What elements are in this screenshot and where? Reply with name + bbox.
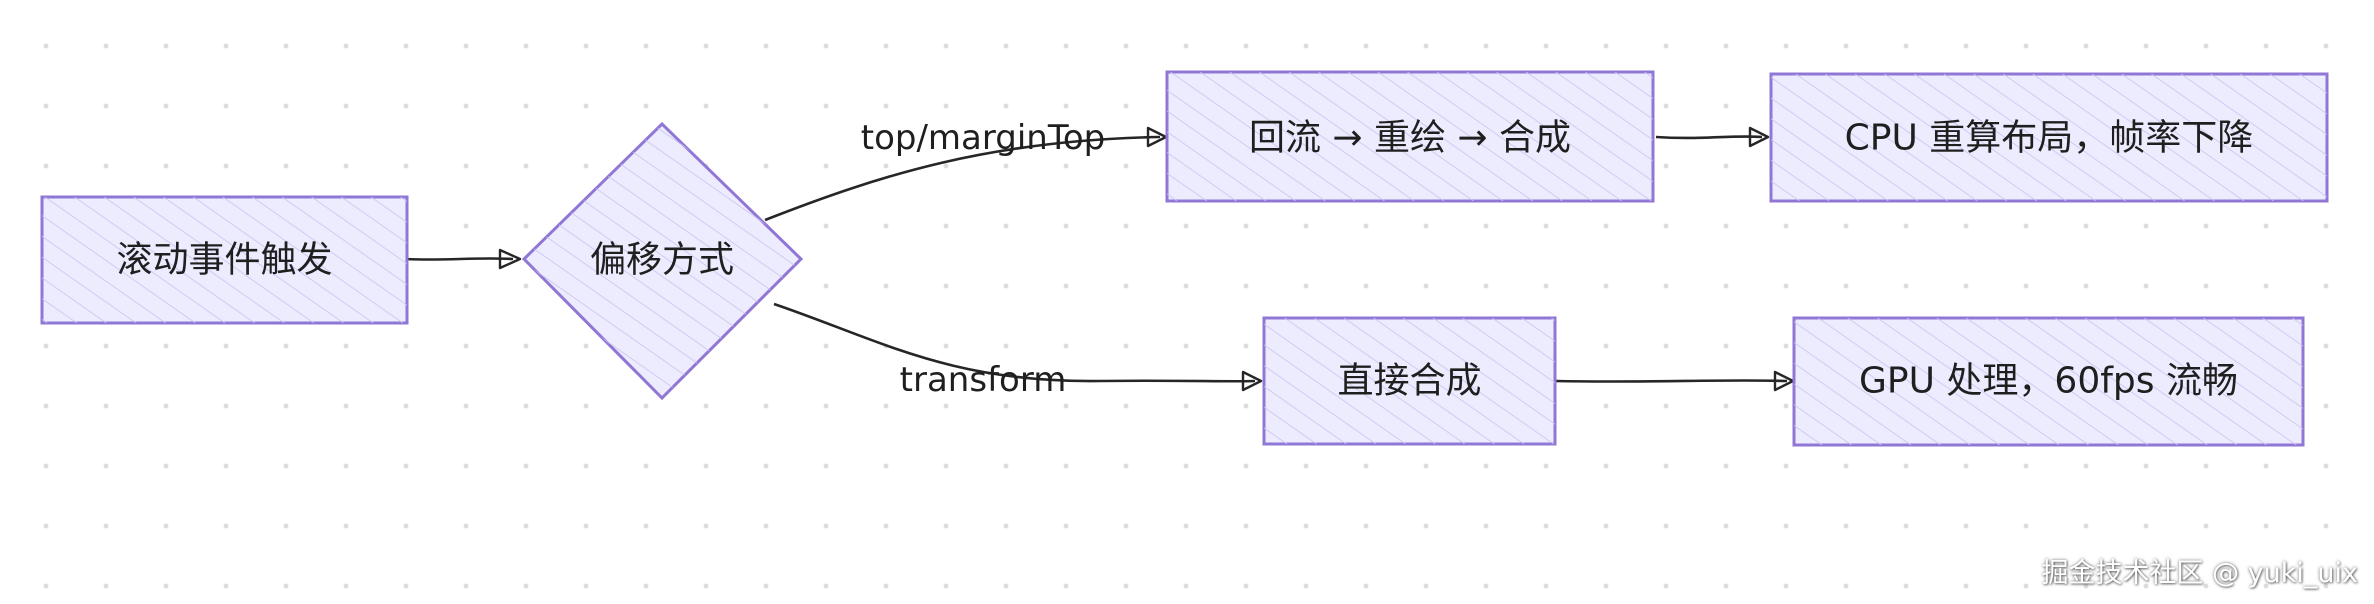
node-gpu-result-label: GPU 处理，60fps 流畅 [1859,361,2238,402]
arrowhead-composite-to-gpu [1773,370,1795,392]
arrowhead-offset-to-composite [1241,370,1263,392]
edge-offset-to-composite [773,302,1256,383]
edges [405,126,1795,392]
arrowhead-offset-to-reflow [1146,126,1168,148]
node-direct-composite-label: 直接合成 [1337,361,1481,402]
node-scroll-trigger: 滚动事件触发 [40,195,409,325]
node-offset-method: 偏移方式 [521,121,804,401]
node-cpu-result: CPU 重算布局，帧率下降 [1769,72,2329,203]
node-offset-method-label: 偏移方式 [590,240,734,281]
edge-label-top-margintop: top/marginTop [861,118,1105,158]
edge-scroll-to-offset [405,257,514,261]
watermark: 掘金技术社区 @ yuki_uix [2041,558,2359,589]
node-cpu-result-label: CPU 重算布局，帧率下降 [1845,118,2254,159]
node-scroll-trigger-label: 滚动事件触发 [116,240,332,281]
node-reflow-chain-label: 回流 → 重绘 → 合成 [1249,118,1571,159]
edge-label-transform: transform [900,360,1067,400]
node-reflow-chain: 回流 → 重绘 → 合成 [1165,70,1655,203]
arrowhead-reflow-to-cpu [1748,126,1770,148]
edge-offset-to-reflow [764,135,1161,222]
edge-reflow-to-cpu [1655,135,1763,140]
edge-composite-to-gpu [1555,379,1788,383]
arrowhead-scroll-to-offset [498,248,522,270]
node-gpu-result: GPU 处理，60fps 流畅 [1792,316,2305,447]
node-direct-composite: 直接合成 [1262,316,1557,446]
